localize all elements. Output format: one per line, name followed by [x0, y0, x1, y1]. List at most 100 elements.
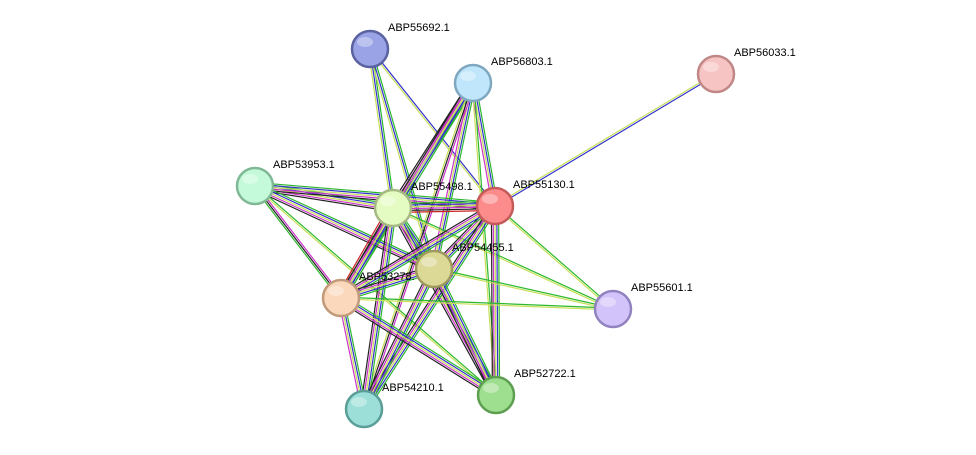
edge-evidence-line [342, 294, 499, 393]
edge-evidence-line [338, 202, 494, 296]
edge-evidence-line [495, 204, 614, 309]
edge-evidence-line [490, 206, 494, 396]
edge-ABP53278-ABP52722.1 [338, 294, 499, 399]
edge-evidence-line [496, 205, 499, 395]
node-highlight [482, 194, 498, 204]
edge-ABP55692.1-ABP55130.1 [368, 48, 497, 207]
node-ABP54455.1[interactable]: ABP54455.1 [414, 242, 514, 289]
edge-ABP56033.1-ABP55130.1 [494, 72, 717, 208]
edge-evidence-line [473, 82, 497, 206]
node-circle[interactable] [475, 186, 515, 226]
edge-ABP53278-ABP55601.1 [340, 296, 614, 311]
node-highlight [380, 196, 396, 206]
node-circle[interactable] [453, 63, 493, 103]
node-ABP53953.1[interactable]: ABP53953.1 [235, 159, 335, 206]
edge-evidence-line [254, 185, 342, 299]
node-ABP55498.1[interactable]: ABP55498.1 [373, 181, 473, 228]
edge-evidence-line [340, 205, 496, 299]
edge-evidence-line [342, 208, 498, 302]
edge-evidence-line [436, 267, 500, 394]
edge-evidence-line [254, 185, 435, 270]
node-ABP53278[interactable]: ABP53278. [321, 271, 415, 318]
edge-evidence-line [361, 204, 494, 409]
node-circle[interactable] [350, 29, 390, 69]
edges-layer [253, 48, 717, 412]
node-ABP55601.1[interactable]: ABP55601.1 [593, 282, 693, 329]
edge-evidence-line [435, 267, 499, 395]
node-label: ABP55692.1 [388, 22, 450, 34]
edge-evidence-line [368, 49, 495, 207]
edge-evidence-line [360, 267, 432, 408]
edge-ABP55498.1-ABP55601.1 [392, 206, 614, 311]
edge-ABP55130.1-ABP55601.1 [494, 204, 614, 311]
edge-evidence-line [365, 208, 396, 410]
node-label: ABP52722.1 [514, 368, 576, 380]
node-ABP56033.1[interactable]: ABP56033.1 [696, 47, 796, 94]
edge-evidence-line [369, 48, 394, 209]
edge-evidence-line [338, 300, 495, 399]
node-highlight [351, 397, 367, 407]
node-label: ABP53953.1 [273, 159, 335, 171]
edge-evidence-line [340, 297, 497, 396]
node-label: ABP55498.1 [411, 181, 473, 193]
node-ABP56803.1[interactable]: ABP56803.1 [453, 56, 553, 103]
node-circle[interactable] [593, 289, 633, 329]
node-circle[interactable] [321, 278, 361, 318]
edge-evidence-line [361, 82, 472, 409]
node-highlight [357, 37, 373, 47]
node-label: ABP54455.1 [452, 242, 514, 254]
edge-evidence-line [393, 206, 614, 309]
edge-ABP53953.1-ABP53278 [253, 184, 343, 300]
node-ABP55130.1[interactable]: ABP55130.1 [475, 179, 575, 226]
edge-evidence-line [433, 269, 613, 311]
edge-evidence-line [366, 207, 499, 412]
edge-evidence-line [432, 82, 473, 269]
edge-evidence-line [255, 181, 496, 204]
edge-evidence-line [341, 295, 498, 394]
edge-evidence-line [494, 206, 613, 311]
edge-evidence-line [254, 188, 393, 213]
node-label: ABP54210.1 [382, 382, 444, 394]
edge-evidence-line [494, 205, 497, 396]
node-label: ABP56803.1 [491, 56, 553, 68]
edge-evidence-line [497, 205, 501, 395]
node-circle[interactable] [373, 188, 413, 228]
edge-evidence-line [495, 74, 717, 208]
edge-ABP54455.1-ABP55601.1 [433, 267, 614, 311]
edge-evidence-line [255, 183, 436, 268]
edge-evidence-line [363, 207, 394, 410]
node-circle[interactable] [696, 54, 736, 94]
node-label: ABP55601.1 [631, 282, 693, 294]
edge-evidence-line [431, 269, 495, 397]
edge-evidence-line [494, 72, 716, 206]
node-ABP55692.1[interactable]: ABP55692.1 [350, 22, 450, 69]
node-label: ABP53278. [359, 271, 415, 283]
node-highlight [600, 297, 616, 307]
edge-ABP55130.1-ABP52722.1 [490, 205, 501, 396]
node-circle[interactable] [476, 375, 516, 415]
edge-evidence-line [475, 82, 499, 206]
edge-evidence-line [361, 207, 392, 409]
edge-evidence-line [363, 205, 496, 410]
node-highlight [703, 62, 719, 72]
edge-evidence-line [370, 48, 497, 206]
node-circle[interactable] [344, 389, 384, 429]
edge-evidence-line [341, 207, 497, 301]
node-ABP52722.1[interactable]: ABP52722.1 [476, 368, 576, 415]
edge-evidence-line [492, 206, 495, 396]
edge-evidence-line [359, 207, 391, 409]
edge-evidence-line [473, 82, 498, 395]
edge-ABP55130.1-ABP53278 [338, 202, 498, 302]
edge-evidence-line [392, 208, 613, 311]
node-label: ABP55130.1 [513, 179, 575, 191]
node-circle[interactable] [414, 249, 454, 289]
edge-evidence-line [471, 83, 496, 396]
edge-evidence-line [433, 268, 497, 396]
node-ABP54210.1[interactable]: ABP54210.1 [344, 382, 444, 429]
edge-evidence-line [360, 203, 493, 408]
edge-evidence-line [340, 298, 613, 311]
node-label: ABP56033.1 [734, 47, 796, 59]
node-circle[interactable] [235, 166, 275, 206]
